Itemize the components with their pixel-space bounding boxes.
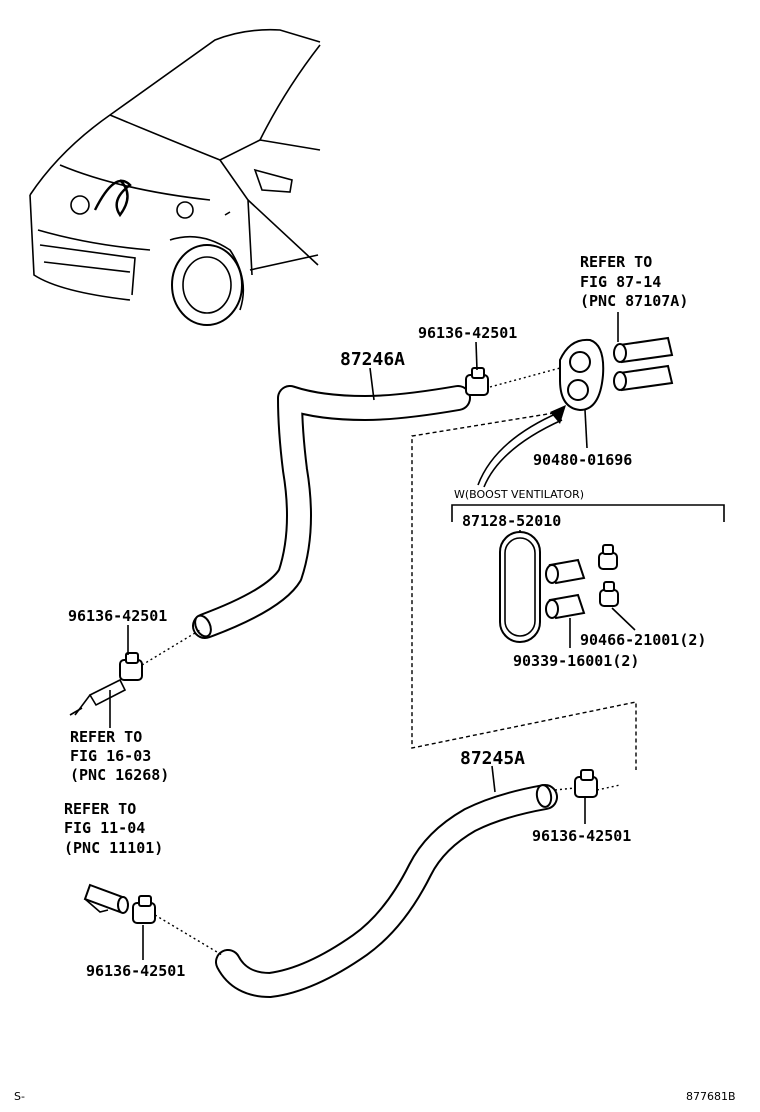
label-87245a: 87245A: [460, 748, 525, 769]
label-kit: 87128-52010: [462, 512, 561, 530]
clamp-left: [119, 652, 143, 681]
label-plug: 90339-16001(2): [513, 652, 639, 670]
ref-note-fig11: REFER TO FIG 11-04 (PNC 11101): [64, 800, 163, 857]
upper-heater-hose: [192, 385, 471, 639]
label-grommet: 90480-01696: [533, 451, 632, 469]
clamp-right-lower: [574, 769, 598, 798]
ref87-line2: FIG 87-14: [580, 273, 661, 291]
footer-code: 877681B: [686, 1090, 736, 1103]
footer-left: S-: [14, 1090, 25, 1103]
ref16-line3: (PNC 16268): [70, 766, 169, 784]
kit-bracket: [451, 504, 725, 522]
part-labels: 87246A 87245A 96136-42501 96136-42501 96…: [68, 324, 706, 980]
kit-clips: [598, 544, 619, 607]
label-clamp-right-lower: 96136-42501: [532, 827, 631, 845]
lower-heater-hose: [215, 784, 558, 998]
connection-lines: [141, 367, 637, 956]
ref87-line3: (PNC 87107A): [580, 292, 688, 310]
clamp-bottom: [132, 895, 156, 924]
pipe-fig16: [69, 678, 127, 716]
heater-pipes: [613, 336, 674, 392]
ref87-line1: REFER TO: [580, 253, 652, 271]
label-clip: 90466-21001(2): [580, 631, 706, 649]
label-87246a: 87246A: [340, 349, 405, 370]
kit-plugs: [545, 558, 586, 620]
ref11-line3: (PNC 11101): [64, 839, 163, 857]
clamp-top: [465, 367, 489, 396]
grommet: [559, 338, 605, 412]
install-arrow: [477, 405, 566, 488]
ref11-line2: FIG 11-04: [64, 819, 145, 837]
ref16-line1: REFER TO: [70, 728, 142, 746]
ref11-line1: REFER TO: [64, 800, 136, 818]
ref-note-fig16: REFER TO FIG 16-03 (PNC 16268): [70, 728, 169, 784]
label-clamp-top: 96136-42501: [418, 324, 517, 342]
label-clamp-bottom: 96136-42501: [86, 962, 185, 980]
ref-note-fig87: REFER TO FIG 87-14 (PNC 87107A): [580, 253, 688, 310]
pipe-fig11: [83, 883, 129, 914]
car-illustration: [29, 28, 321, 326]
ref16-line2: FIG 16-03: [70, 747, 151, 765]
label-boost-ventilator: W(BOOST VENTILATOR): [454, 488, 584, 501]
label-clamp-left: 96136-42501: [68, 607, 167, 625]
kit-cover: [499, 531, 541, 643]
leader-lines: [109, 312, 636, 960]
